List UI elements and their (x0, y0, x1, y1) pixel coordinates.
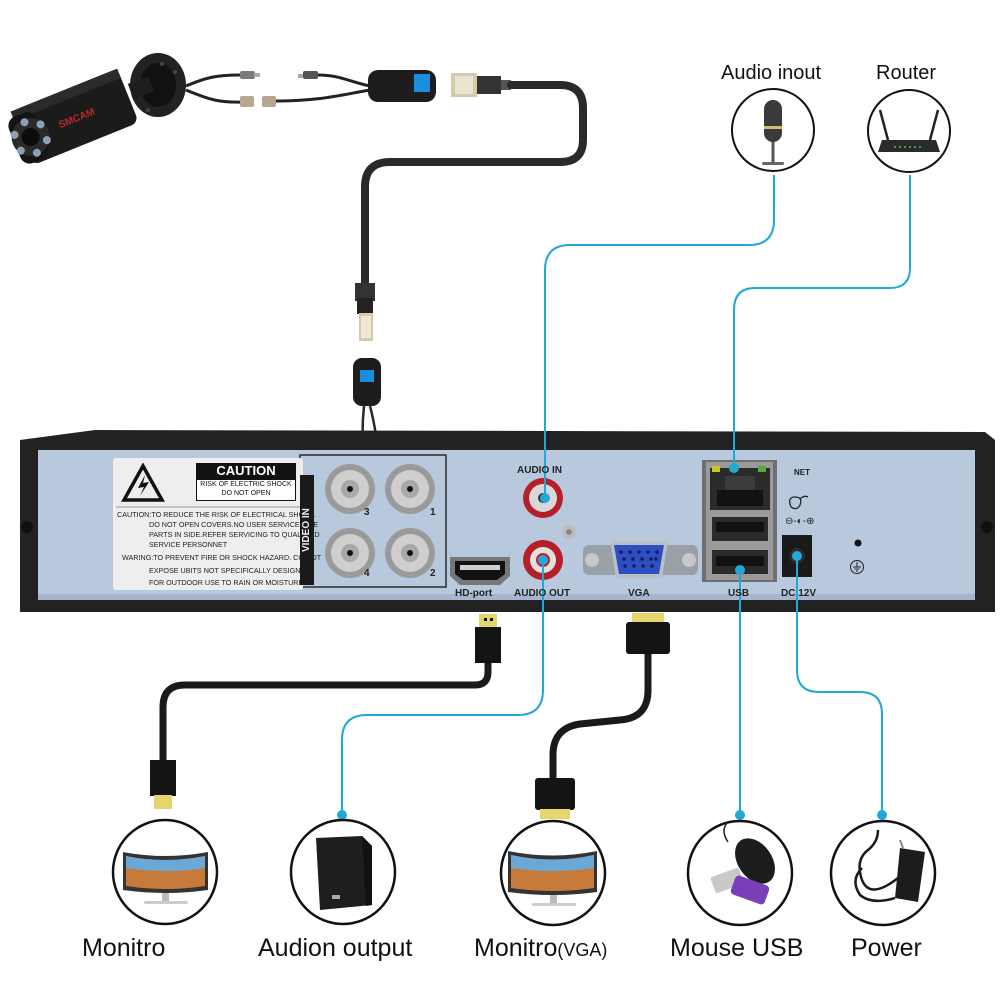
ethernet-port (710, 466, 770, 510)
video-balun-top (368, 70, 436, 102)
dc-plug-male (240, 71, 255, 79)
bnc-connector-female (262, 96, 276, 107)
ground-symbol-icon (850, 560, 864, 574)
bnc-port-1 (385, 464, 435, 514)
camera-lens (21, 128, 40, 147)
line-power (796, 556, 883, 812)
line-audio-in (544, 175, 775, 498)
bnc-port-2 (385, 528, 435, 578)
bottom-device-label-power: Power (851, 934, 922, 962)
net-led-yellow (712, 466, 720, 472)
caution-line: SERVICE PERSONNET (149, 540, 228, 549)
hdmi-cable (150, 614, 501, 809)
port-label-audio-out: AUDIO OUT (514, 588, 571, 599)
router-device[interactable] (867, 89, 951, 173)
router-icon (878, 109, 940, 152)
mouse-symbol-icon (789, 495, 809, 510)
chassis-screw-left (21, 521, 33, 533)
mouse-usb-device[interactable] (686, 819, 794, 927)
ground-hole (854, 539, 862, 547)
video-balun-bottom (353, 358, 381, 406)
caution-line: PARTS IN SIDE.REFER SERVICING TO QUALIFI… (149, 530, 320, 539)
bottom-device-label-audio-output: Audion output (258, 934, 413, 962)
channel-number-2: 2 (430, 568, 436, 579)
monitor-icon (123, 852, 208, 904)
audio-input-device[interactable] (731, 88, 815, 172)
port-label-audio-in: AUDIO IN (517, 465, 562, 476)
speaker-icon (316, 836, 372, 910)
dc-polarity-symbol: ⊖-◐-⊕ (785, 516, 815, 527)
dc-plug-female (303, 71, 318, 79)
connection-lines (341, 175, 911, 812)
port-label-usb: USB (728, 588, 750, 599)
camera-pigtail (185, 73, 246, 104)
caution-title: CAUTION (196, 463, 296, 479)
port-label-hd-port: HD-port (455, 588, 493, 599)
bnc-connector-male (240, 96, 254, 107)
caution-line: FOR OUTDOOR USE TO RAIN OR MOISTURE (149, 578, 304, 587)
power-adapter-device[interactable] (829, 819, 937, 927)
caution-line: CAUTION:TO REDUCE THE RISK OF ELECTRICAL… (117, 510, 317, 519)
power-adapter-icon (854, 829, 925, 903)
chassis-screw-right (981, 521, 993, 533)
caution-subtitle: RISK OF ELECTRIC SHOCK DO NOT OPEN (196, 479, 296, 501)
balun-label (414, 74, 430, 92)
line-router (733, 175, 911, 468)
mouse-usb-icon (710, 821, 775, 905)
rj45-plug-bottom (355, 283, 375, 341)
channel-number-1: 1 (430, 507, 436, 518)
vga-cable (535, 613, 670, 819)
bottom-device-label-mouse-usb: Mouse USB (670, 934, 804, 962)
monitor-vga-label-text: Monitro (474, 934, 558, 962)
monitor-vga-label-suffix: (VGA) (557, 940, 608, 960)
port-label-dc-12v: DC 12V (781, 588, 817, 599)
line-audio-out (341, 560, 544, 812)
network-cable (361, 81, 587, 289)
hdmi-port (450, 557, 510, 585)
monitor-icon (508, 851, 597, 906)
video-in-label: VIDEO IN (300, 475, 314, 585)
top-device-label-router: Router (876, 62, 937, 84)
caution-line: WARING:TO PREVENT FIRE OR SHOCK HAZARD. … (122, 553, 322, 562)
usb-port-1 (712, 517, 768, 541)
bottom-device-label-monitor: Monitro (82, 934, 166, 962)
microphone-icon (762, 100, 784, 165)
channel-number-4: 4 (364, 568, 370, 579)
monitor-vga-device[interactable] (499, 819, 607, 927)
monitor-hdmi-device[interactable] (111, 818, 219, 926)
caution-subtitle-line2: DO NOT OPEN (221, 490, 271, 497)
top-device-label-audio: Audio inout (721, 62, 822, 84)
bnc-ports (325, 464, 435, 578)
net-led-green (758, 466, 766, 472)
bnc-port-3 (325, 464, 375, 514)
bottom-device-label-monitor-vga: Monitro(VGA) (474, 934, 607, 963)
port-label-vga: VGA (628, 588, 650, 599)
caution-subtitle-line1: RISK OF ELECTRIC SHOCK (200, 481, 292, 488)
bnc-port-4 (325, 528, 375, 578)
ground-screw (562, 525, 576, 539)
rj45-plug-top (451, 73, 511, 97)
net-usb-stack (702, 460, 777, 582)
speaker-device[interactable] (289, 818, 397, 926)
channel-number-3: 3 (364, 507, 370, 518)
caution-line: DO NOT OPEN COVERS.NO USER SERVICEABLE (149, 520, 319, 529)
caution-line: EXPOSE UBITS NOT SPECIFICALLY DESIGNED (149, 566, 311, 575)
connection-dots (337, 463, 887, 820)
vga-port (583, 541, 698, 578)
bullet-camera: SMCAM (8, 53, 186, 164)
port-label-net: NET (794, 468, 810, 477)
